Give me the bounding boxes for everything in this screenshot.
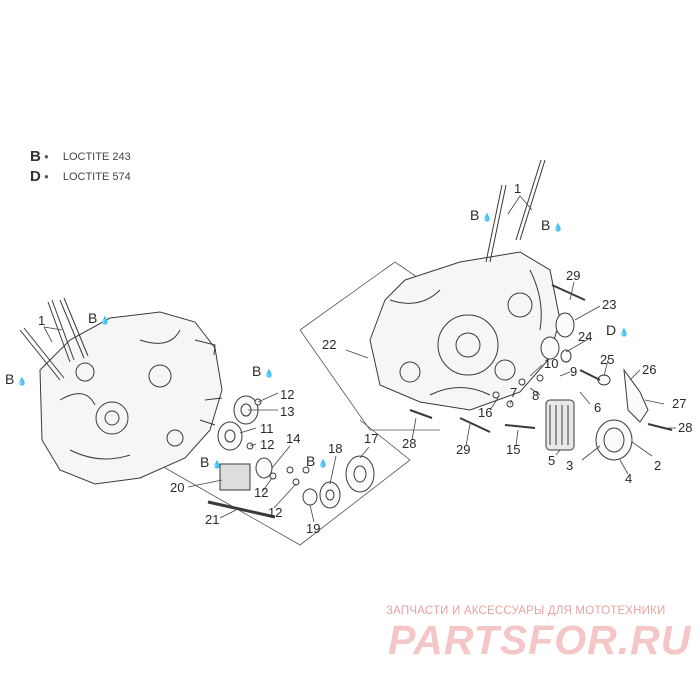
callout: 26 bbox=[642, 362, 656, 377]
svg-text:B: B bbox=[252, 363, 261, 379]
adhesive-mark: B💧 bbox=[306, 453, 328, 469]
drop-icon: 💧 bbox=[619, 327, 629, 337]
callout: 24 bbox=[578, 329, 592, 344]
drop-icon: 💧 bbox=[482, 212, 492, 222]
legend-letter: D bbox=[30, 168, 41, 185]
leader-lines bbox=[43, 195, 676, 523]
drop-icon: ● bbox=[44, 172, 49, 181]
right-studs bbox=[485, 159, 546, 263]
adhesive-mark: B💧 bbox=[5, 371, 27, 387]
callout: 19 bbox=[306, 521, 320, 536]
callout: 10 bbox=[544, 356, 558, 371]
callout: 29 bbox=[456, 442, 470, 457]
watermark-subtitle: ЗАПЧАСТИ И АКСЕССУАРЫ ДЛЯ МОТОТЕХНИКИ bbox=[386, 605, 666, 617]
left-studs bbox=[19, 297, 89, 381]
callout: 1 bbox=[38, 313, 45, 328]
callout: 28 bbox=[678, 420, 692, 435]
callout: 16 bbox=[478, 405, 492, 420]
adhesive-mark: B💧 bbox=[470, 207, 492, 223]
svg-text:B: B bbox=[306, 453, 315, 469]
drop-icon: 💧 bbox=[318, 458, 328, 468]
callout: 22 bbox=[322, 337, 336, 352]
adhesive-mark: B💧 bbox=[252, 363, 274, 379]
callout: 28 bbox=[402, 436, 416, 451]
adhesive-mark: B💧 bbox=[541, 217, 563, 233]
adhesive-mark: B💧 bbox=[200, 454, 222, 470]
left-bearings bbox=[207, 395, 375, 519]
svg-text:B: B bbox=[200, 454, 209, 470]
callout: 9 bbox=[570, 364, 577, 379]
drop-icon: 💧 bbox=[212, 459, 222, 469]
svg-text:B: B bbox=[470, 207, 479, 223]
callout: 20 bbox=[170, 480, 184, 495]
callout: 21 bbox=[205, 512, 219, 527]
callout: 3 bbox=[566, 458, 573, 473]
callout: 12 bbox=[280, 387, 294, 402]
callout: 18 bbox=[328, 441, 342, 456]
svg-text:B: B bbox=[88, 310, 97, 326]
callout: 25 bbox=[600, 352, 614, 367]
callout: 5 bbox=[548, 453, 555, 468]
drop-icon: ● bbox=[44, 152, 49, 161]
callout: 15 bbox=[506, 442, 520, 457]
callout: 2 bbox=[654, 458, 661, 473]
watermark-brand: PARTSFOR.RU bbox=[388, 617, 692, 663]
legend-row: D ● LOCTITE 574 bbox=[30, 168, 131, 185]
left-crankcase-half bbox=[39, 311, 223, 485]
right-side-parts bbox=[409, 284, 673, 461]
callout: 12 bbox=[254, 485, 268, 500]
callout: 23 bbox=[602, 297, 616, 312]
callout: 14 bbox=[286, 431, 300, 446]
svg-text:B: B bbox=[541, 217, 550, 233]
drop-icon: 💧 bbox=[553, 222, 563, 232]
legend-letter: B bbox=[30, 148, 41, 165]
callout: 12 bbox=[268, 505, 282, 520]
drop-icon: 💧 bbox=[264, 368, 274, 378]
callout: 13 bbox=[280, 404, 294, 419]
callout: 7 bbox=[510, 385, 517, 400]
adhesive-marks: B💧 B💧 B💧 B💧 B💧 B💧 B💧 D💧 bbox=[5, 207, 629, 470]
legend-label: LOCTITE 243 bbox=[62, 150, 131, 163]
drop-icon: 💧 bbox=[17, 376, 27, 386]
drop-icon: 💧 bbox=[100, 315, 110, 325]
callout: 11 bbox=[260, 421, 274, 436]
adhesive-mark: B💧 bbox=[88, 310, 110, 326]
svg-text:B: B bbox=[5, 371, 14, 387]
callout: 27 bbox=[672, 396, 686, 411]
callout: 4 bbox=[625, 471, 632, 486]
callout: 8 bbox=[532, 388, 539, 403]
callout: 17 bbox=[364, 431, 378, 446]
callout: 29 bbox=[566, 268, 580, 283]
right-crankcase-half bbox=[369, 251, 561, 411]
callout: 6 bbox=[594, 400, 601, 415]
callout: 12 bbox=[260, 437, 274, 452]
svg-text:D: D bbox=[606, 322, 616, 338]
legend-label: LOCTITE 574 bbox=[62, 170, 131, 183]
callout: 1 bbox=[514, 181, 521, 196]
legend-row: B ● LOCTITE 243 bbox=[30, 148, 131, 165]
callout-numbers: 1 1 12 13 11 12 14 18 17 20 12 12 21 19 … bbox=[38, 181, 692, 536]
adhesive-mark: D💧 bbox=[606, 322, 629, 338]
